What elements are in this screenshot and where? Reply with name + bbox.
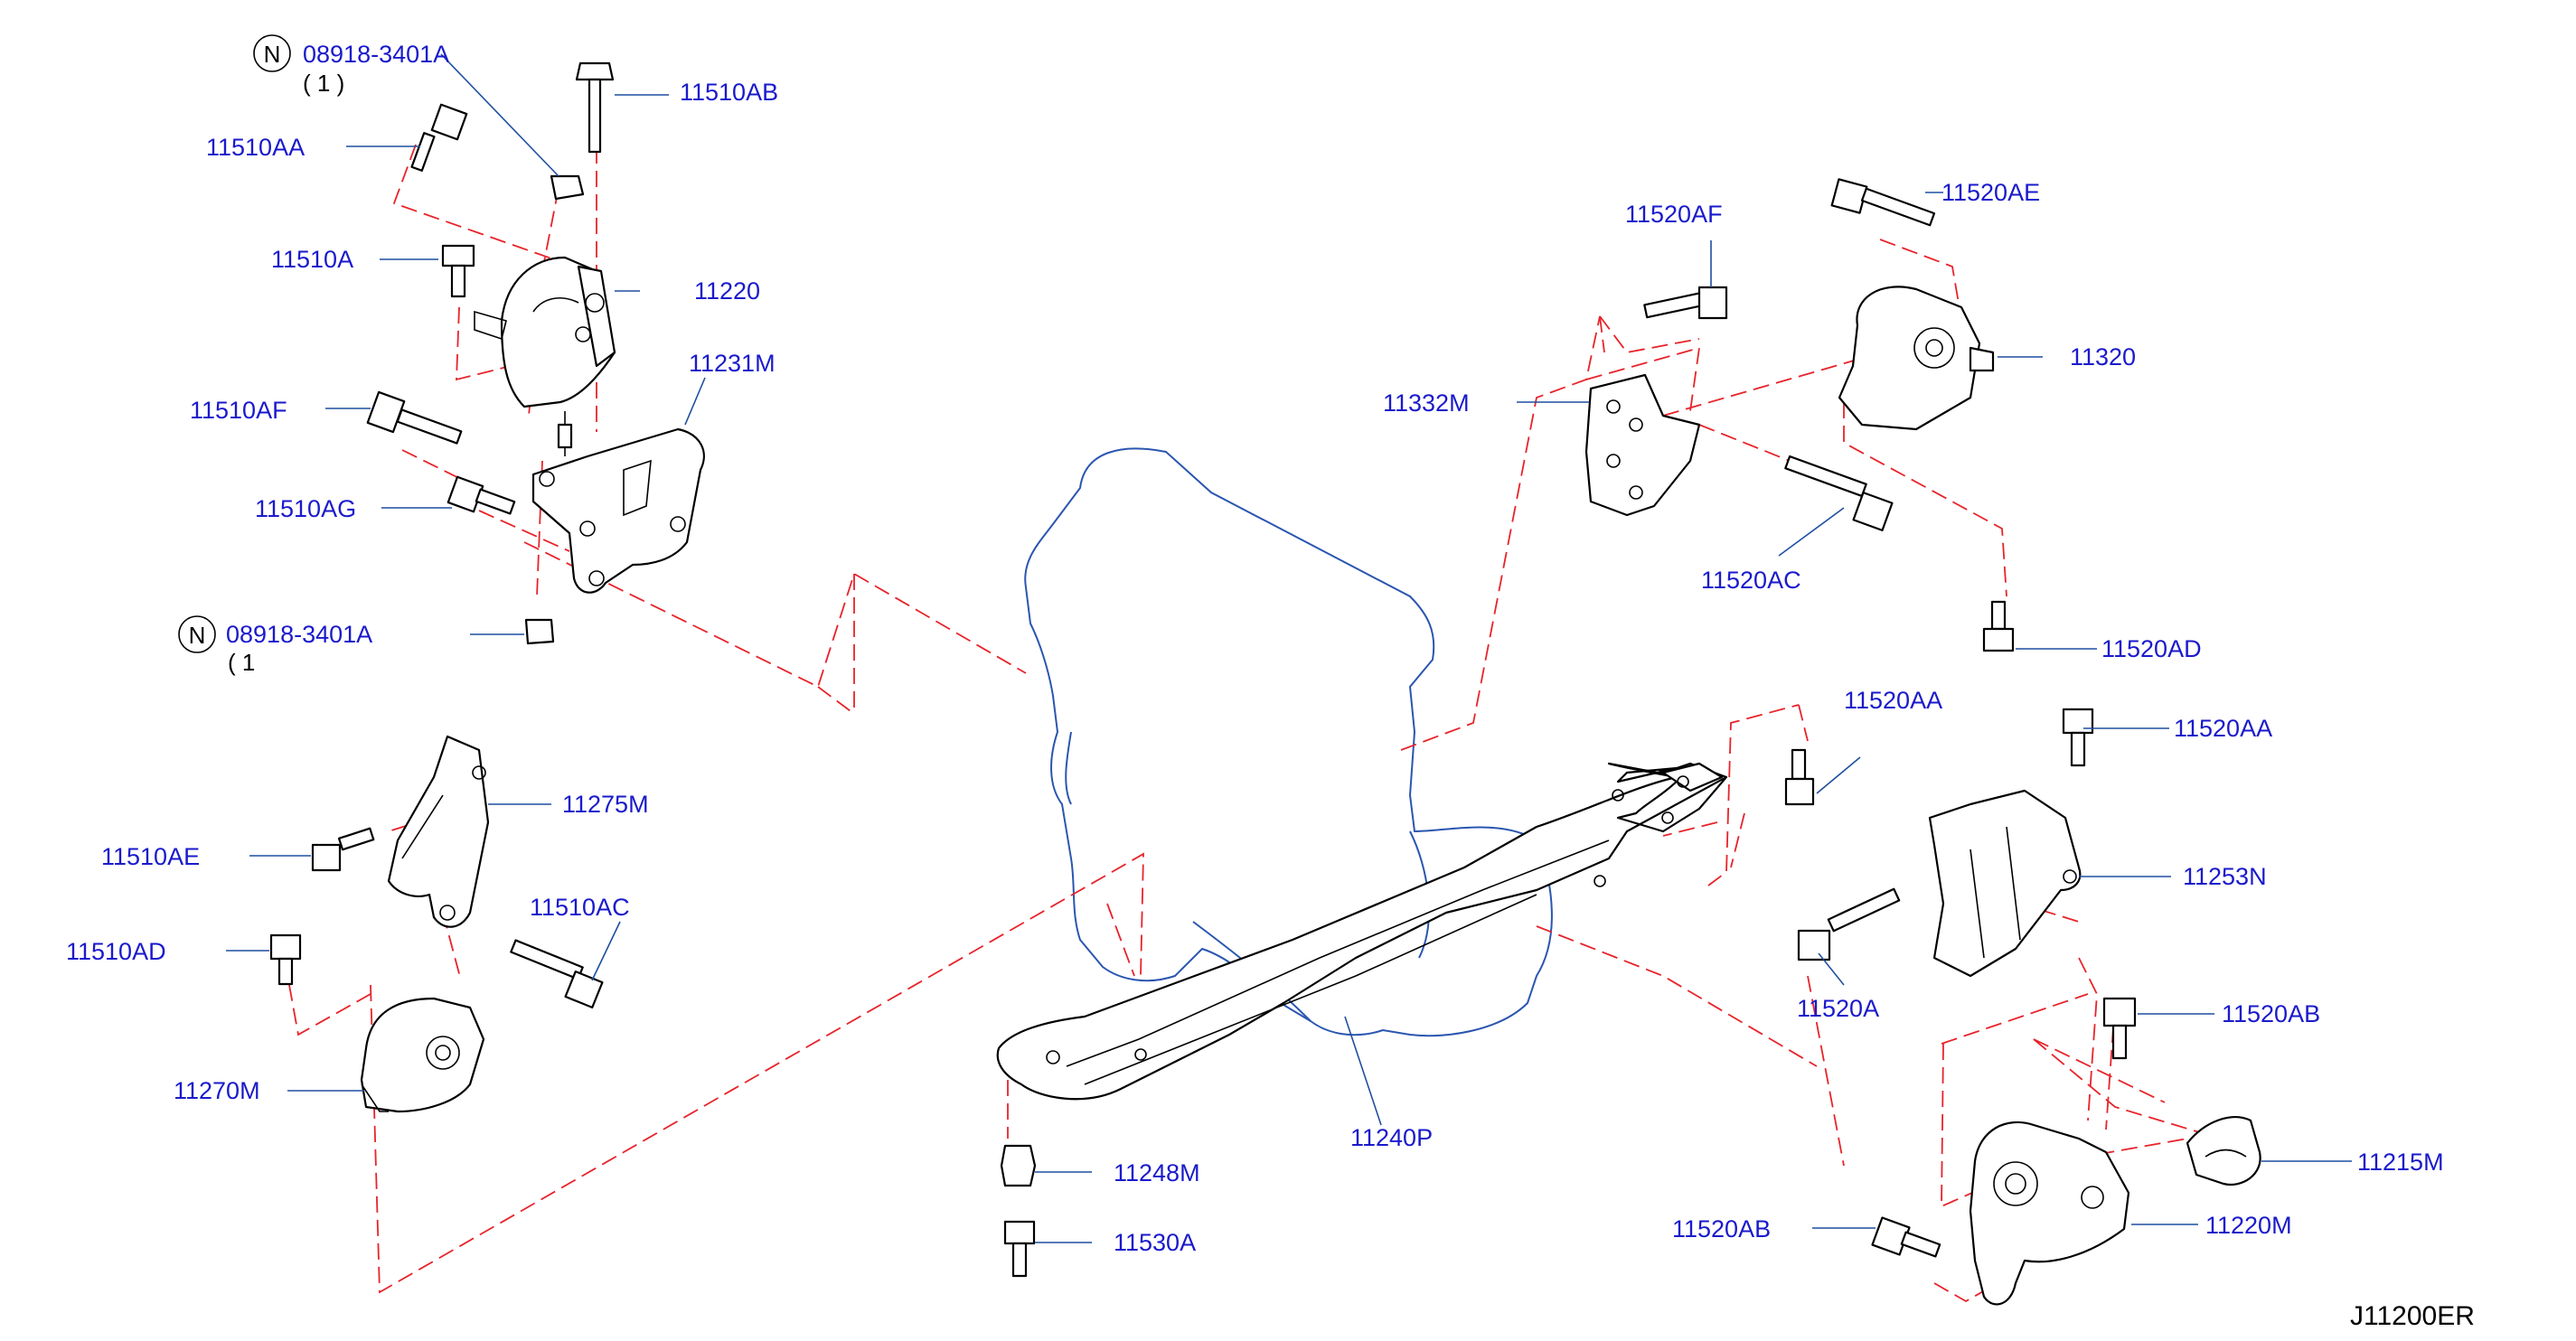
nut-08918-top: [550, 174, 585, 201]
callout-11510a[interactable]: 11510A: [271, 246, 353, 273]
callout-11520af[interactable]: 11520AF: [1625, 201, 1723, 228]
diagram-code: J11200ER: [2350, 1301, 2475, 1331]
bracket-11215m: [2186, 1116, 2261, 1186]
bolt-11510aa: [410, 103, 468, 172]
bolt-11520aa-right: [2062, 708, 2094, 767]
bracket-11253n: [1928, 789, 2082, 978]
callout-11275m[interactable]: 11275M: [562, 791, 649, 818]
svg-text:N: N: [264, 41, 281, 68]
callout-11248m[interactable]: 11248M: [1114, 1159, 1200, 1186]
callout-11520a[interactable]: 11520A: [1797, 995, 1879, 1022]
callout-11520aa-right[interactable]: 11520AA: [2174, 715, 2272, 742]
callout-11510aa[interactable]: 11510AA: [206, 134, 305, 161]
callout-11510ag[interactable]: 11510AG: [255, 495, 356, 522]
mount-11320: [1838, 286, 1995, 431]
bolt-11520aa-left: [1784, 748, 1815, 806]
callout-qty-bottom: ( 1: [228, 649, 255, 676]
callout-11530a[interactable]: 11530A: [1114, 1229, 1196, 1256]
leader-lines: [226, 53, 2352, 1243]
callout-11520ab-top[interactable]: 11520AB: [2222, 1000, 2320, 1027]
callout-11520ad[interactable]: 11520AD: [2101, 635, 2202, 662]
bolt-11520ac: [1784, 455, 1894, 531]
callout-08918-3401a-bottom[interactable]: 08918-3401A: [226, 621, 372, 648]
callout-qty-top: ( 1 ): [303, 70, 344, 97]
bolt-11520ae: [1830, 178, 1936, 227]
bolt-11520ab-bottom: [1871, 1216, 1941, 1258]
n-symbol-bottom: N: [178, 615, 216, 653]
mount-11270m: [360, 997, 485, 1113]
part-labels: 08918-3401A ( 1 ) 11510AB 11510AA 11510A…: [66, 41, 2475, 1331]
callout-11253n[interactable]: 11253N: [2183, 863, 2267, 890]
bolt-11520ad: [1982, 600, 2015, 652]
callout-11220m[interactable]: 11220M: [2205, 1212, 2292, 1239]
callout-11332m[interactable]: 11332M: [1383, 389, 1470, 417]
bolt-11510ad: [269, 933, 302, 986]
callout-11270m[interactable]: 11270M: [174, 1077, 260, 1104]
bolt-11510ab: [575, 61, 615, 154]
bolt-11520af: [1643, 286, 1728, 320]
callout-11520ae[interactable]: 11520AE: [1941, 179, 2040, 206]
callout-11220[interactable]: 11220: [694, 277, 760, 305]
callout-11510ae[interactable]: 11510AE: [101, 843, 200, 870]
bolt-11520ab-top: [2102, 997, 2137, 1060]
subframe-11240p: [996, 762, 1728, 1101]
bracket-11332m: [1584, 373, 1701, 517]
callout-11510af[interactable]: 11510AF: [190, 397, 287, 424]
nut-11248m: [1000, 1144, 1037, 1187]
callout-11520ac[interactable]: 11520AC: [1701, 567, 1801, 594]
bracket-11275m: [387, 735, 490, 928]
bracket-11231m: [531, 411, 705, 594]
callout-11520aa-left[interactable]: 11520AA: [1844, 687, 1942, 714]
n-symbol-top: N: [253, 34, 291, 72]
bolt-11510ag: [447, 475, 516, 515]
bolt-11520a: [1797, 887, 1901, 961]
bolt-11510af: [366, 390, 463, 445]
callout-11231m[interactable]: 11231M: [689, 350, 776, 377]
bolt-11510ac: [510, 939, 604, 1009]
bolt-11530a: [1003, 1220, 1036, 1278]
callout-11510ac[interactable]: 11510AC: [530, 894, 630, 921]
callout-08918-3401a-top[interactable]: 08918-3401A: [303, 41, 449, 68]
callout-11510ad[interactable]: 11510AD: [66, 938, 166, 965]
bolt-11510ae: [311, 827, 375, 872]
mount-11220: [474, 256, 616, 408]
callout-11240p[interactable]: 11240P: [1350, 1124, 1433, 1151]
mount-11220m: [1969, 1121, 2130, 1306]
nut-08918-bottom: [524, 618, 555, 645]
callout-11520ab-bottom[interactable]: 11520AB: [1672, 1215, 1771, 1243]
callout-11320[interactable]: 11320: [2070, 343, 2136, 370]
callout-11510ab[interactable]: 11510AB: [680, 79, 778, 106]
callout-11215m[interactable]: 11215M: [2357, 1149, 2444, 1176]
svg-text:N: N: [189, 622, 206, 649]
bolt-11510a: [441, 244, 475, 298]
